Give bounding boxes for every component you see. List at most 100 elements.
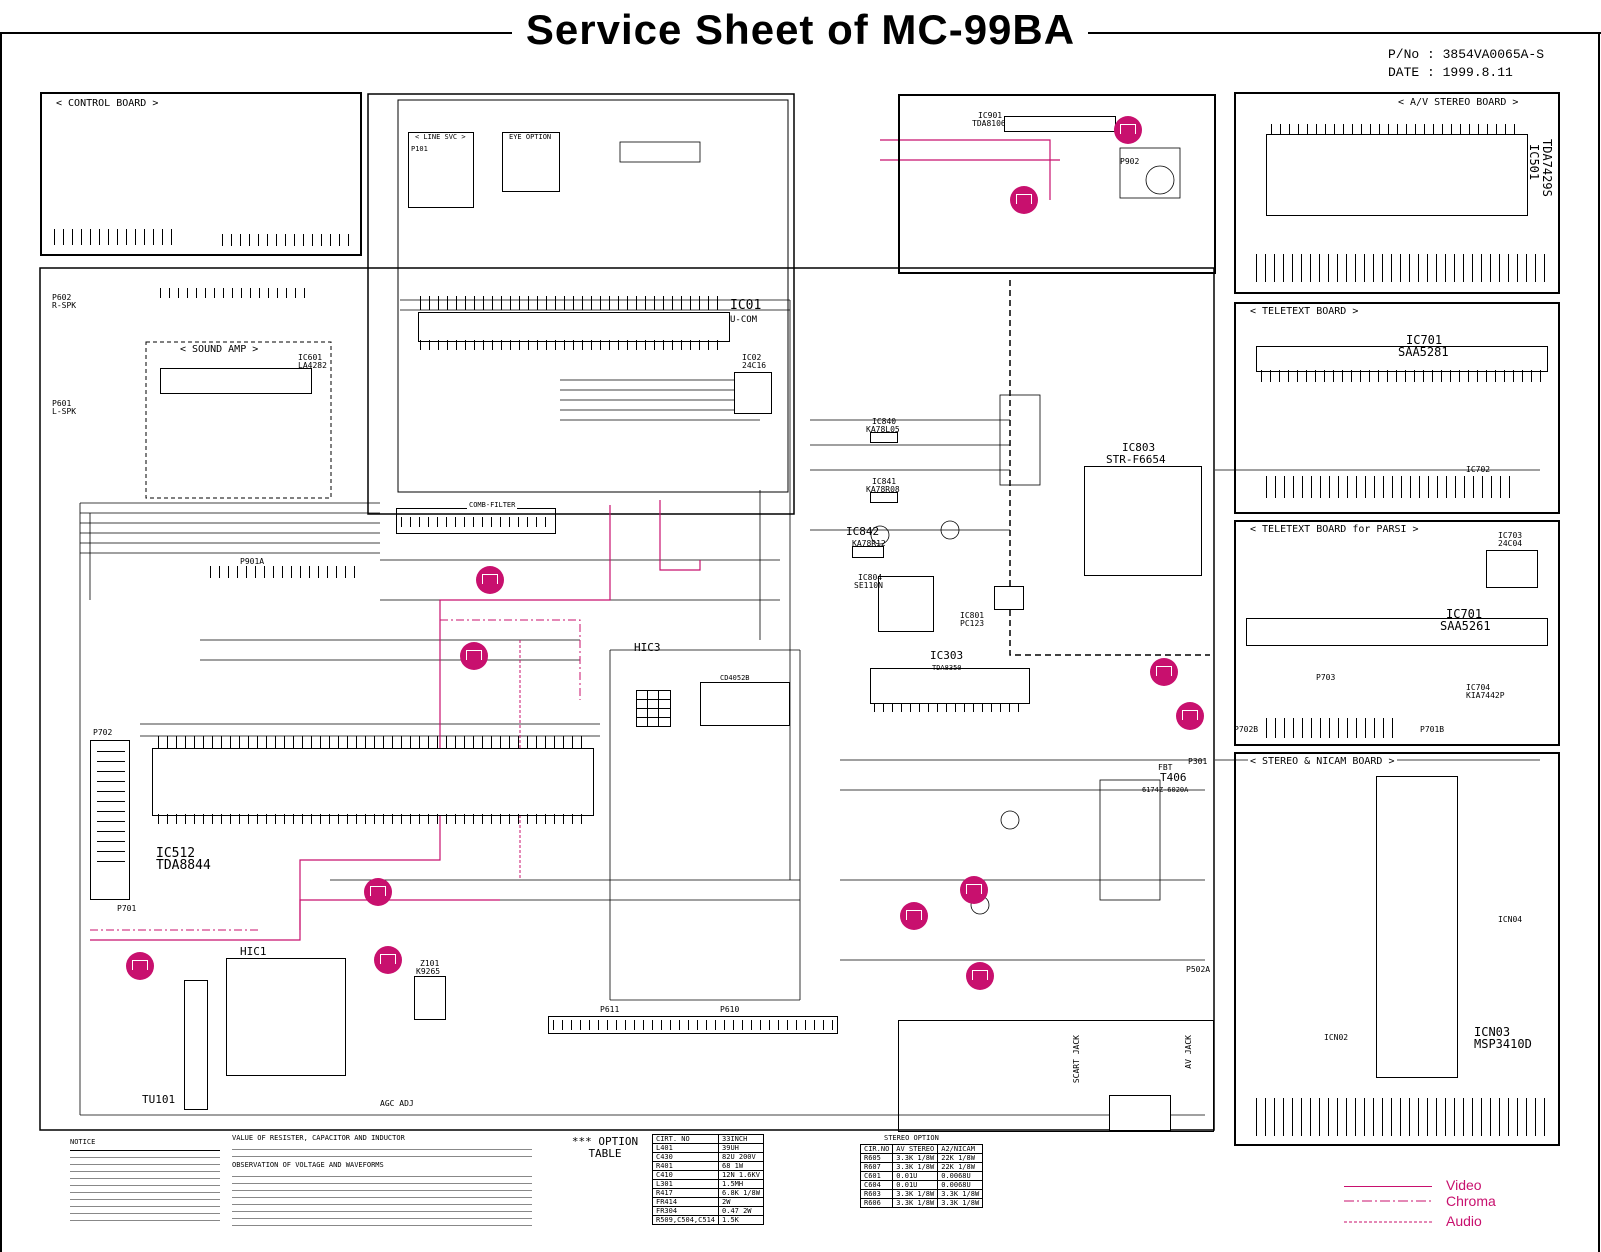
crt-board: IC901 TDA8106UF P902 <box>898 94 1216 274</box>
icn02-label: ICN02 <box>1324 1033 1349 1042</box>
option-table-cell: FR304 <box>651 1206 720 1216</box>
option-table-cell: L301 <box>651 1179 720 1189</box>
teletext-parsi-board: < TELETEXT BOARD for PARSI > IC703 24C04… <box>1234 520 1560 746</box>
option-table-cell: 6.8K 1/8W <box>718 1188 764 1198</box>
waveform-marker <box>460 642 488 670</box>
stereo-option-cell: 3.3K 1/8W <box>892 1153 939 1163</box>
stereo-option-header: AV STEREO <box>892 1144 939 1154</box>
option-table-cell: R417 <box>651 1188 720 1198</box>
ic01-label: IC01 <box>730 298 762 313</box>
ic01-part: U-COM <box>730 315 758 325</box>
ic01-pins-top <box>420 296 720 310</box>
ic303-label: IC303 <box>930 649 964 662</box>
ic841-label: IC841 <box>872 477 897 486</box>
ic501-part: TDA7429S <box>1540 139 1554 197</box>
ic703-body <box>1486 550 1538 588</box>
t406-label: T406 <box>1160 771 1187 784</box>
waveform-marker <box>900 902 928 930</box>
legend-video-line <box>1344 1186 1432 1187</box>
notice-text <box>70 1150 220 1221</box>
waveform-marker <box>1114 116 1142 144</box>
sound-amp-label: < SOUND AMP > <box>178 344 261 355</box>
stereo-option-cell: 3.3K 1/8W <box>937 1198 984 1208</box>
av-jack-body <box>1109 1095 1171 1131</box>
hic1-label: HIC1 <box>240 945 267 958</box>
ic701-part: SAA5281 <box>1398 345 1449 359</box>
title-rule-right <box>1088 32 1601 34</box>
icn03-label: ICN03 <box>1474 1025 1511 1039</box>
waveform-marker <box>1150 658 1178 686</box>
fbt-label: FBT <box>1158 763 1173 772</box>
stereo-nicam-connector <box>1256 1098 1546 1136</box>
stereo-option-cell: 3.3K 1/8W <box>892 1162 939 1172</box>
z101-body <box>414 976 446 1020</box>
z101-part: K9265 <box>416 967 441 976</box>
ic704-label: IC704 <box>1466 683 1491 692</box>
part-number: P/No : 3854VA0065A-S <box>1388 47 1545 62</box>
eye-option-label: EYE OPTION <box>507 133 554 141</box>
legend-audio: Audio <box>1446 1213 1482 1229</box>
stereo-option-header: CIR.NO <box>859 1144 894 1154</box>
stereo-option-cell: 0.0068U <box>937 1171 984 1181</box>
ic701b-body <box>1246 618 1548 646</box>
option-table-cell: R401 <box>651 1161 720 1171</box>
tu101-body <box>184 980 208 1110</box>
scart-jack-label: SCART JACK <box>1072 1035 1081 1084</box>
ic702-label: IC702 <box>1466 465 1491 474</box>
p611-p610-connector <box>548 1016 838 1034</box>
stereo-option-cell: 0.01U <box>892 1171 939 1181</box>
ic840-label: IC840 <box>872 417 897 426</box>
ic803-label: IC803 <box>1122 441 1156 454</box>
waveform-marker <box>476 566 504 594</box>
ic804-part: SE110N <box>854 581 883 590</box>
ic501-pins-top <box>1271 124 1521 134</box>
waveform-marker <box>364 878 392 906</box>
ic801-label: IC801 <box>960 611 985 620</box>
ic801-body <box>994 586 1024 610</box>
control-board-pins-right <box>222 234 352 246</box>
option-table-header: CIRT. NO <box>651 1134 720 1144</box>
ic01-body <box>418 312 730 342</box>
teletext-connector <box>1266 476 1516 498</box>
stereo-option-cell: 0.0068U <box>937 1180 984 1190</box>
av-jack-label: AV JACK <box>1184 1035 1193 1069</box>
option-table-cell: 1.5K <box>718 1215 764 1225</box>
p702b-label: P702B <box>1234 725 1259 734</box>
stereo-option-cell: 3.3K 1/8W <box>937 1189 984 1199</box>
comb-filter: COMB-FILTER <box>396 501 556 534</box>
tu101-label: TU101 <box>142 1093 176 1106</box>
ic801-part: PC123 <box>960 619 985 628</box>
z101-label: Z101 <box>420 959 440 968</box>
p610-label: P610 <box>720 1005 740 1014</box>
ic02-body <box>734 372 772 414</box>
ic601-part: LA4282 <box>298 361 327 370</box>
av-stereo-board: < A/V STEREO BOARD > IC501 TDA7429S <box>1234 92 1560 294</box>
p601-desc: L-SPK <box>52 407 77 416</box>
p702-p701-block: P702 P701 <box>90 728 136 913</box>
p902-label: P902 <box>1120 157 1140 166</box>
ic704-part: KIA7442P <box>1466 691 1505 700</box>
stereo-option-cell: R605 <box>859 1153 894 1163</box>
ic841-body <box>870 492 898 503</box>
observation-title: OBSERVATION OF VOLTAGE AND WAVEFORMS <box>232 1161 384 1169</box>
stereo-option-header: A2/NICAM <box>937 1144 984 1154</box>
option-table-cell: 68 1W <box>718 1161 764 1171</box>
line-svc-label: < LINE SVC > <box>413 133 468 141</box>
title-rule-left <box>0 32 512 34</box>
legend-video: Video <box>1446 1177 1482 1193</box>
legend-chroma: Chroma <box>1446 1193 1496 1209</box>
option-table-cell: C430 <box>651 1152 720 1162</box>
p701b-label: P701B <box>1420 725 1445 734</box>
